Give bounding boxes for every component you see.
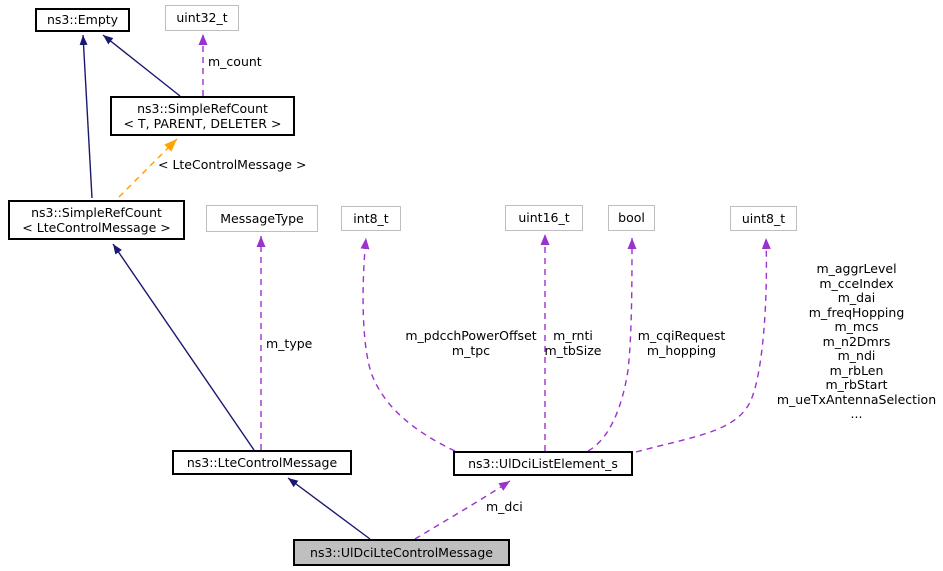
- node-uint16-t: uint16_t: [505, 205, 583, 231]
- node-label-line2: < LteControlMessage >: [22, 220, 171, 235]
- node-label: uint32_t: [176, 10, 228, 26]
- edge-label-bool-members: m_cqiRequest m_hopping: [633, 328, 730, 358]
- node-label: int8_t: [353, 210, 389, 226]
- edge-label-template-args: < LteControlMessage >: [158, 157, 307, 172]
- edge-label-int8-members: m_pdcchPowerOffset m_tpc: [398, 328, 544, 358]
- node-ns3-simplerefcount-ltecontrolmessage[interactable]: ns3::SimpleRefCount < LteControlMessage …: [8, 200, 185, 240]
- uint8-member: m_aggrLevel: [816, 261, 897, 276]
- uint8-member: m_dai: [837, 290, 876, 305]
- uint8-member: m_cceIndex: [819, 275, 894, 291]
- edge-label-line: m_cqiRequest: [637, 328, 726, 343]
- inheritance-arrow-ltecontrolmessage-to-simplerefcount-lcm: [112, 243, 255, 451]
- node-int8-t: int8_t: [341, 206, 401, 231]
- uint8-member: m_ueTxAntennaSelection: [776, 391, 937, 407]
- edge-label-line: m_hopping: [646, 343, 717, 358]
- edge-label-line: m_tpc: [451, 343, 491, 358]
- uint8-member: ...: [850, 406, 863, 421]
- node-label: uint8_t: [741, 210, 786, 226]
- node-label-line1: ns3::SimpleRefCount: [31, 204, 162, 220]
- usage-arrow-uldcilistelement-to-int8: [360, 237, 456, 452]
- node-label: MessageType: [220, 210, 304, 226]
- usage-arrow-uldcilistelement-to-bool: [587, 237, 637, 452]
- usage-arrow-m-dci-to-uldcilistelement: [414, 480, 511, 540]
- uint8-member: m_freqHopping: [808, 304, 905, 320]
- node-uint32-t: uint32_t: [165, 5, 239, 31]
- edge-label-m-dci: m_dci: [486, 499, 523, 514]
- uint8-member: m_mcs: [834, 319, 879, 334]
- node-messagetype: MessageType: [206, 205, 318, 232]
- node-label-line2: < T, PARENT, DELETER >: [123, 116, 282, 131]
- node-ns3-ltecontrolmessage[interactable]: ns3::LteControlMessage: [172, 450, 352, 475]
- node-uint8-t: uint8_t: [730, 206, 797, 231]
- node-label: ns3::LteControlMessage: [186, 454, 338, 470]
- node-label: ns3::Empty: [46, 12, 119, 28]
- edge-label-m-count: m_count: [208, 54, 262, 69]
- uint8-member: m_rbStart: [825, 377, 888, 392]
- node-ns3-uldcilistelement-s[interactable]: ns3::UlDciListElement_s: [453, 451, 633, 476]
- uint8-member: m_n2Dmrs: [822, 333, 891, 349]
- inheritance-arrow-simplerefcount-lcm-to-empty: [79, 34, 93, 199]
- uint8-member: m_ndi: [837, 348, 876, 363]
- node-ns3-uldciltecontrolmessage-current: ns3::UlDciLteControlMessage: [293, 539, 510, 566]
- node-ns3-empty[interactable]: ns3::Empty: [35, 8, 130, 32]
- node-label: uint16_t: [518, 210, 570, 226]
- edge-label-uint16-members: m_rnti m_tbSize: [537, 328, 609, 358]
- node-label-line1: ns3::SimpleRefCount: [137, 100, 268, 116]
- template-arrow-simplerefcount-lcm-to-simplerefcount-template: [118, 138, 178, 198]
- node-label: ns3::UlDciLteControlMessage: [310, 544, 493, 560]
- edge-label-line: m_rnti: [553, 328, 593, 343]
- uint8-member: m_rbLen: [829, 362, 884, 378]
- edge-label-line: m_tbSize: [544, 343, 602, 358]
- edge-label-line: m_pdcchPowerOffset: [405, 328, 537, 343]
- node-bool: bool: [608, 205, 655, 231]
- inheritance-arrow-simplerefcount-template-to-empty: [102, 34, 181, 97]
- node-label: bool: [618, 210, 645, 226]
- node-ns3-simplerefcount-template[interactable]: ns3::SimpleRefCount < T, PARENT, DELETER…: [110, 96, 295, 136]
- edge-label-m-type: m_type: [266, 336, 313, 351]
- inheritance-arrow-uldciltecontrolmessage-to-ltecontrolmessage: [287, 477, 371, 540]
- edge-label-uint8-members: m_aggrLevel m_cceIndex m_dai m_freqHoppi…: [765, 261, 943, 422]
- node-label: ns3::UlDciListElement_s: [468, 455, 618, 471]
